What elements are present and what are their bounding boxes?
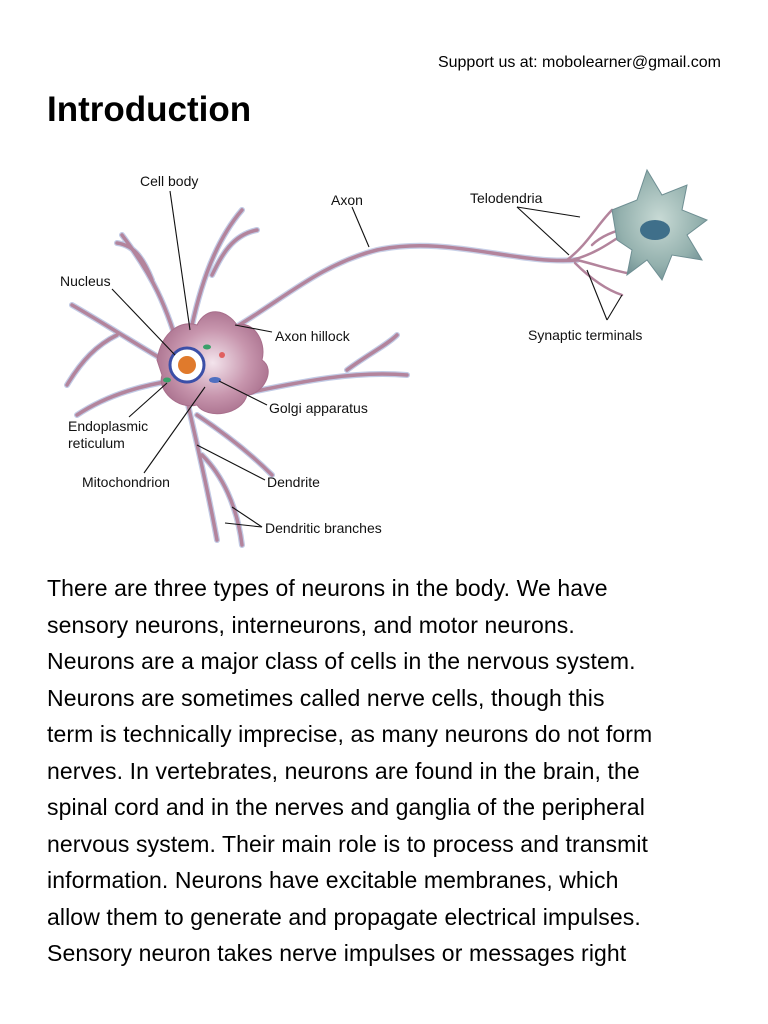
mitochondrion-shape — [203, 344, 211, 350]
label-leader-lines — [111, 190, 623, 528]
paragraph-line: Neurons are a major class of cells in th… — [47, 648, 636, 674]
axon — [219, 242, 580, 338]
paragraph-line: allow them to generate and propagate ele… — [47, 903, 641, 930]
page-title: Introduction — [47, 90, 252, 129]
neuron-diagram: Cell body Axon Telodendria Nucleus Axon … — [47, 155, 722, 555]
reticulum-shape — [163, 377, 171, 383]
neuron-diagram-svg: Cell body Axon Telodendria Nucleus Axon … — [60, 168, 709, 548]
organelle-dot — [219, 352, 225, 358]
support-contact-text: Support us at: mobolearner@gmail.com — [437, 54, 721, 71]
label-axon-hillock: Axon hillock — [275, 328, 351, 344]
label-synaptic-terminals: Synaptic terminals — [528, 327, 642, 343]
paragraph-line: term is technically imprecise, as many n… — [47, 721, 653, 747]
paragraph-line: spinal cord and in the nerves and gangli… — [47, 794, 645, 820]
paragraph-line: nervous system. Their main role is to pr… — [47, 830, 649, 857]
paragraph-line: information. Neurons have excitable memb… — [47, 867, 619, 893]
label-cell-body: Cell body — [140, 173, 198, 189]
label-golgi-apparatus: Golgi apparatus — [269, 400, 368, 416]
label-telodendria: Telodendria — [470, 190, 543, 206]
label-endoplasmic-line2: reticulum — [68, 435, 125, 451]
label-axon: Axon — [331, 192, 363, 208]
paragraph-line: Sensory neuron takes nerve impulses or m… — [47, 940, 627, 966]
target-cell — [611, 168, 709, 282]
label-dendrite: Dendrite — [267, 474, 320, 490]
diagram-labels: Cell body Axon Telodendria Nucleus Axon … — [60, 173, 642, 536]
paragraph-line: sensory neurons, interneurons, and motor… — [47, 611, 575, 638]
golgi-shape — [209, 377, 221, 383]
label-nucleus: Nucleus — [60, 273, 111, 289]
cell-body — [156, 311, 269, 415]
paragraph-line: nerves. In vertebrates, neurons are foun… — [47, 757, 640, 784]
intro-paragraph: There are three types of neurons in the … — [47, 570, 727, 972]
nucleolus-shape — [178, 356, 196, 374]
target-cell-nucleus — [640, 220, 670, 240]
paragraph-line: There are three types of neurons in the … — [47, 575, 608, 601]
label-dendritic-branches: Dendritic branches — [265, 520, 382, 536]
label-mitochondrion: Mitochondrion — [82, 474, 170, 490]
paragraph-line: Neurons are sometimes called nerve cells… — [47, 684, 605, 711]
label-endoplasmic-line1: Endoplasmic — [68, 418, 148, 434]
